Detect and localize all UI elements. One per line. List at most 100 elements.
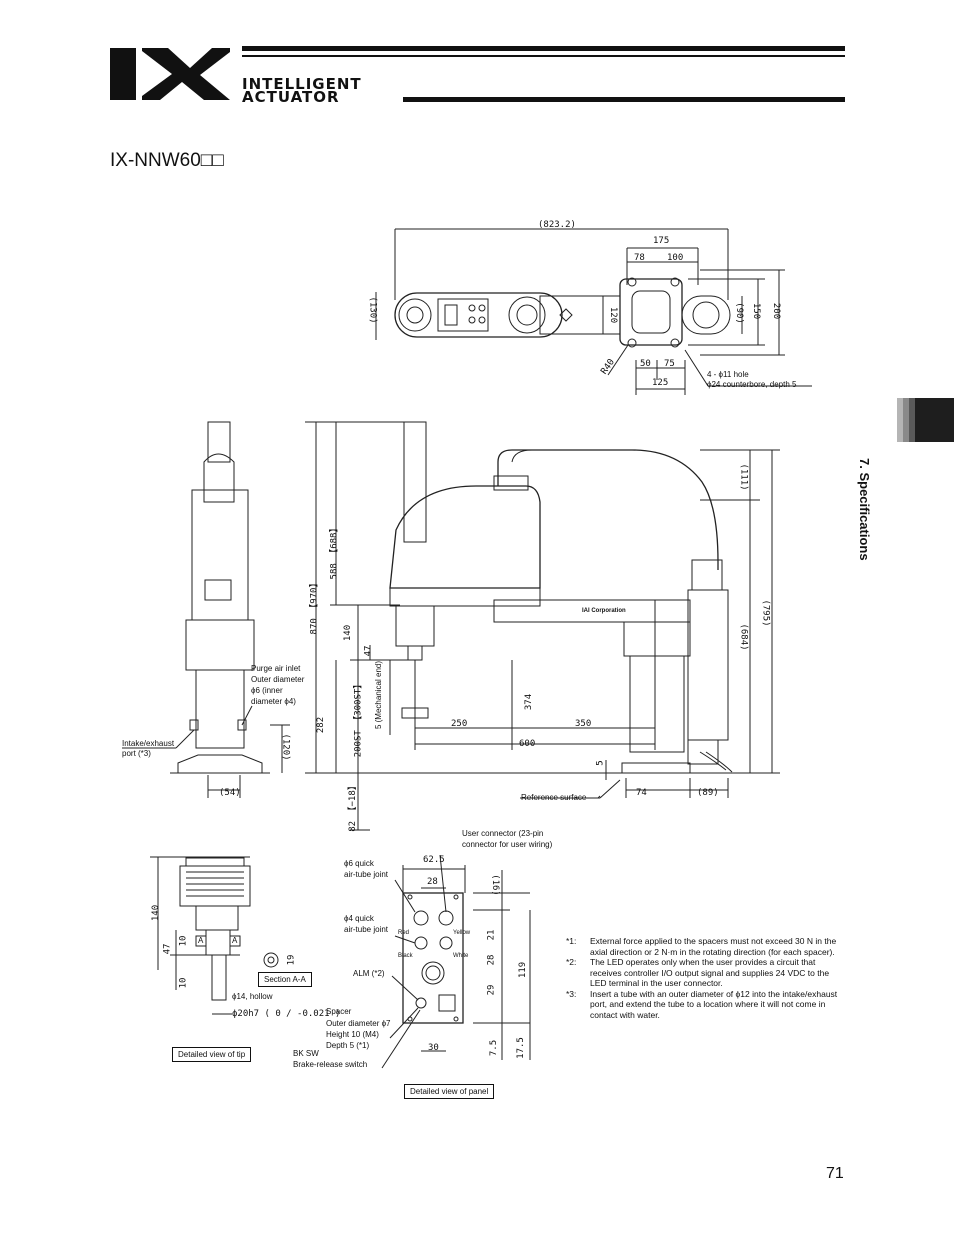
section-aa-label: Section A-A [258,972,312,987]
footnote-2-key: *2: [566,957,577,967]
section-mark-left: A [198,936,204,945]
q4-1: ϕ4 quick [344,914,374,923]
hole-note-2: ϕ24 counterbore, depth 5 [707,380,797,389]
dim-5: 5 [595,760,606,766]
intake-port-1: Intake/exhaust [122,739,175,748]
panel-dim-119: 119 [518,961,529,979]
dim-78: 78 [634,253,645,263]
footnote-1-key: *1: [566,936,577,946]
user-conn-1: User connector (23-pin [462,829,544,838]
dim-684: (684) [738,623,749,651]
color-white: White [453,953,469,959]
page-number: 71 [826,1165,844,1182]
section-mark-right: A [232,936,238,945]
tip-dim-10a: 10 [178,935,189,947]
dim-282: 282 [316,716,327,734]
spacer-4: Depth 5 (*1) [326,1041,370,1050]
dim-50: 50 [640,359,651,369]
ix-logo-icon [110,48,230,100]
side-view-drawing [122,421,780,831]
panel-dim-21: 21 [486,929,497,941]
dim-374: 374 [524,693,535,711]
panel-dim-62-5: 62.5 [423,855,445,865]
tip-dim-47: 47 [162,943,173,955]
intake-port-2: port (*3) [122,749,151,758]
header-rule-mid [242,55,845,57]
footnote-3-key: *3: [566,988,577,999]
page-title: IX-NNW60□□ [110,150,224,171]
dim-250: 250 [451,719,468,729]
dim-overall-length: (823.2) [538,220,576,230]
panel-view-drawing [381,854,531,1069]
dim-75: 75 [664,359,675,369]
header-rule-bottom [403,97,845,102]
color-red: Red [398,930,410,936]
logo-text-line1: INTELLIGENT [242,75,362,93]
tip-view-drawing [150,856,279,1015]
dim-111: (111) [738,463,749,491]
header-rule-top [242,46,845,51]
footnote-1: *1: External force applied to the spacer… [566,936,846,957]
dim-870: 870 【970】 [309,578,320,635]
dim-47: 47 [363,645,374,657]
chapter-label: 7. Specifications [857,458,872,561]
q4-2: air-tube joint [344,925,389,934]
purge-air-3: ϕ6 (inner [251,686,283,695]
dim-200: 200 [771,302,782,320]
panel-dim-16: (16) [489,874,500,896]
panel-dim-7-5: 7.5 [489,1039,500,1057]
dim-82: 82 【−18】 [347,781,358,832]
spacer-3: Height 10 (M4) [326,1030,379,1039]
dim-89: (89) [697,788,719,798]
dim-350: 350 [575,719,592,729]
footnote-2: *2: The LED operates only when the user … [566,957,846,989]
chapter-tab [897,398,954,442]
footnote-2-text: The LED operates only when the user prov… [590,957,830,988]
hole-note-1: 4 - ϕ11 hole [707,370,749,379]
purge-air-4: diameter ϕ4) [251,697,296,706]
dim-120: 120 [608,306,619,324]
dim-140: 140 [343,624,354,642]
bksw-2: Brake-release switch [293,1060,368,1069]
panel-dim-28: 28 [427,877,438,887]
q6-2: air-tube joint [344,870,389,879]
footnote-3-text: Insert a tube with an outer diameter of … [590,988,838,1020]
tip-shaft-tol: ϕ20h7 ( 0 / -0.021 ) [232,1009,341,1019]
purge-air-2: Outer diameter [251,675,305,684]
dim-54: (54) [219,788,241,798]
spacer-2: Outer diameter ϕ7 [326,1019,391,1028]
tip-hollow: ϕ14, hollow [232,992,273,1001]
dim-stroke: 200ST 【300ST】 [353,679,364,758]
purge-air-1: Purge air inlet [251,664,301,673]
alm-label: ALM (*2) [353,969,385,978]
dim-125: 125 [652,378,669,388]
dim-r40: R40 [599,357,617,377]
dim-mech-end: 5 (Mechanical end) [374,660,384,730]
panel-dim-28b: 28 [486,954,497,966]
dim-120-side: (120) [280,733,291,761]
color-yellow: Yellow [453,930,471,936]
dim-100: 100 [667,253,684,263]
bksw-1: BK SW [293,1049,319,1058]
dim-588: 588 【688】 [329,523,340,580]
spacer-1: Spacer [326,1007,352,1016]
tip-dim-140: 140 [151,904,162,922]
panel-dim-17-5: 17.5 [515,1037,526,1059]
dim-150: 150 [751,302,762,320]
panel-dim-29: 29 [486,984,497,996]
footnote-1-text: External force applied to the spacers mu… [590,936,837,957]
dim-130: (130) [367,296,378,324]
corp-plate: IAI Corporation [582,608,626,614]
tip-dim-19: 19 [286,954,297,966]
tip-dim-10b: 10 [178,977,189,989]
panel-dim-30: 30 [428,1043,439,1053]
logo-text-line2: ACTUATOR [242,88,340,106]
dim-175: 175 [653,236,670,246]
user-conn-2: connector for user wiring) [462,840,553,849]
dim-795: (795) [760,599,771,627]
dim-90: (90) [733,302,744,324]
reference-surface: Reference surface [521,793,587,802]
dim-600: 600 [519,739,536,749]
dim-74: 74 [636,788,647,798]
